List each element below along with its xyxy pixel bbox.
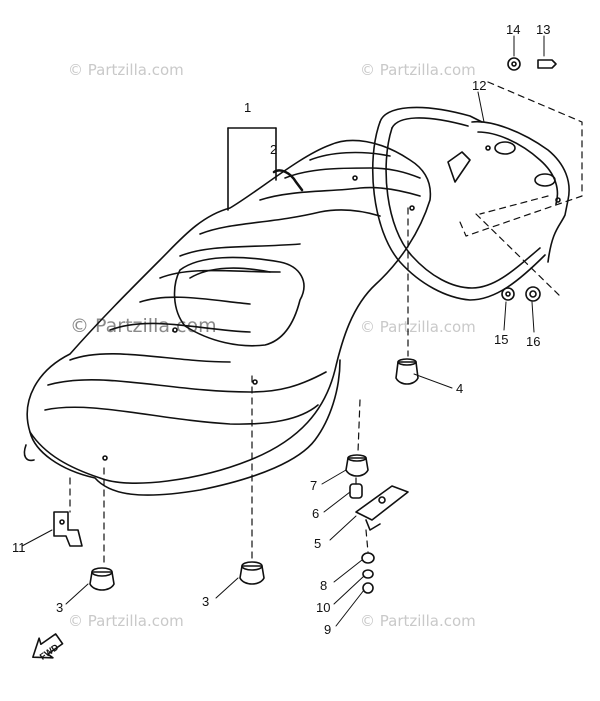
watermark-text: © Partzilla.com (68, 612, 184, 630)
watermark-text: © Partzilla.com (70, 315, 217, 337)
callout-7: 7 (310, 478, 317, 493)
callout-1: 1 (244, 100, 251, 115)
callout-15: 15 (494, 332, 508, 347)
callout-14: 14 (506, 22, 520, 37)
callout-5: 5 (314, 536, 321, 551)
watermark-text: © Partzilla.com (68, 61, 184, 79)
callout-9: 9 (324, 622, 331, 637)
callout-13: 13 (536, 22, 550, 37)
callout-2: 2 (270, 142, 277, 157)
callout-12: 12 (472, 78, 486, 93)
watermark-layer: © Partzilla.com © Partzilla.com © Partzi… (68, 61, 476, 630)
callout-leaders (21, 35, 545, 627)
callout-16: 16 (526, 334, 540, 349)
callout-8: 8 (320, 578, 327, 593)
seat-body (23, 139, 432, 496)
callout-3: 3 (56, 600, 63, 615)
watermark-text: © Partzilla.com (360, 61, 476, 79)
callout-6: 6 (312, 506, 319, 521)
grab-rail (372, 106, 570, 301)
watermark-text: © Partzilla.com (360, 612, 476, 630)
callout-labels: 1 2 3 3 4 5 6 7 8 9 10 11 12 13 14 15 16 (12, 22, 550, 637)
assembly-lines (69, 81, 583, 567)
watermark-text: © Partzilla.com (360, 318, 476, 336)
callout-3: 3 (202, 594, 209, 609)
seat-strap (227, 127, 304, 211)
forward-arrow: FWD (32, 633, 64, 662)
callout-4: 4 (456, 381, 463, 396)
callout-11: 11 (12, 540, 26, 555)
callout-10: 10 (316, 600, 330, 615)
